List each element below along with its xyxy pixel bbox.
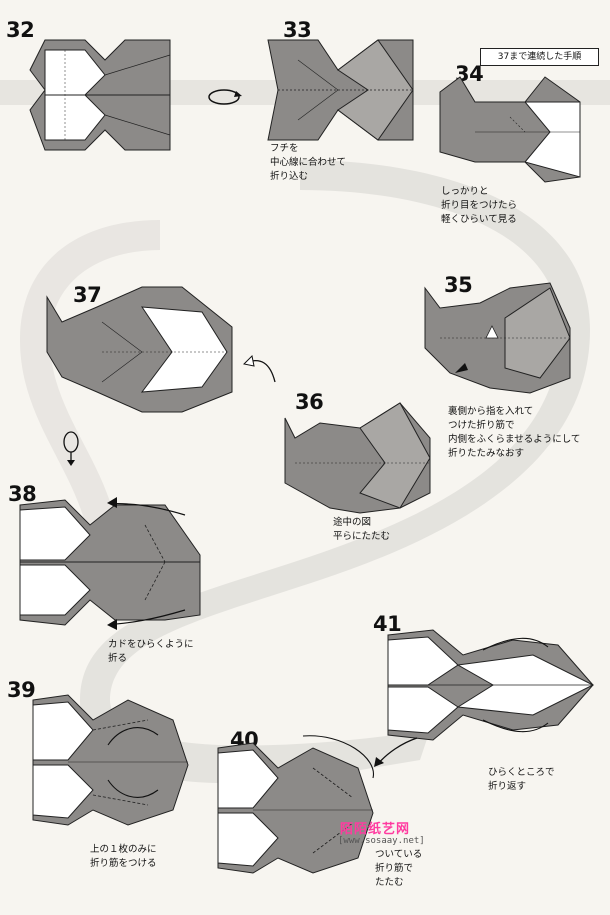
- step-40-caption-line: ついている: [375, 849, 423, 860]
- step-34-figure: [439, 76, 581, 183]
- step-33-figure: [267, 39, 414, 141]
- step-32-number: 32: [6, 18, 35, 42]
- rotate-arrow-icon: [63, 431, 79, 466]
- step-33-caption-line: 折り込む: [270, 171, 309, 182]
- step-38-caption-line: カドをひらくように: [108, 639, 194, 650]
- step-39-caption-line: 折り筋をつける: [90, 858, 157, 869]
- step-41-number: 41: [373, 612, 402, 636]
- step-33-number: 33: [283, 18, 312, 42]
- step-36-figure: [284, 402, 431, 514]
- step-32-figure: [29, 39, 171, 151]
- continuous-steps-note: 37まで連続した手順: [480, 48, 599, 66]
- step-40-caption: ついている 折り筋で たたむ: [375, 848, 422, 890]
- step-36-caption-line: 途中の図: [333, 517, 372, 528]
- step-40-figure: [217, 735, 374, 874]
- step-35-caption-line: 裏側から指を入れて: [448, 406, 534, 417]
- step-40-caption-line: 折り筋で: [375, 863, 414, 874]
- step-38-caption: カドをひらくように 折る: [108, 638, 194, 666]
- step-35-number: 35: [444, 273, 473, 297]
- step-36-number: 36: [295, 390, 324, 414]
- watermark-site-name: 陌陌纸艺网: [340, 822, 411, 837]
- step-35-caption-line: つけた折り筋で: [448, 420, 515, 431]
- step-41-figure: [387, 629, 595, 741]
- step-36-caption-line: 平らにたたむ: [333, 531, 391, 542]
- step-35-caption-line: 内側をふくらませるようにして: [448, 434, 581, 445]
- step-39-figure: [32, 694, 189, 826]
- step-35-figure: [424, 282, 571, 394]
- step-34-caption-line: しっかりと: [441, 186, 489, 197]
- step-39-number: 39: [7, 678, 36, 702]
- curved-arrow-icon: [374, 737, 418, 767]
- step-33-caption-line: フチを: [270, 143, 299, 154]
- step-38-number: 38: [8, 482, 37, 506]
- step-38-figure: [19, 497, 201, 630]
- curved-arrow-icon: [242, 354, 276, 383]
- step-37-number: 37: [73, 283, 102, 307]
- step-35-caption-line: 折りたたみなおす: [448, 448, 525, 459]
- step-39-caption: 上の１枚のみに 折り筋をつける: [90, 843, 157, 871]
- step-40-caption-line: たたむ: [375, 877, 404, 888]
- step-41-caption-line: 折り返す: [488, 781, 527, 792]
- step-38-caption-line: 折る: [108, 653, 128, 664]
- step-41-caption-line: ひらくところで: [488, 767, 555, 778]
- step-37-figure: [46, 286, 233, 413]
- step-41-caption: ひらくところで 折り返す: [488, 766, 555, 794]
- step-34-caption: しっかりと 折り目をつけたら 軽くひらいて見る: [441, 185, 517, 227]
- step-35-caption: 裏側から指を入れて つけた折り筋で 内側をふくらませるようにして 折りたたみなお…: [448, 405, 580, 461]
- step-34-caption-line: 軽くひらいて見る: [441, 214, 517, 225]
- step-34-caption-line: 折り目をつけたら: [441, 200, 518, 211]
- step-36-caption: 途中の図 平らにたたむ: [333, 516, 390, 544]
- step-33-caption-line: 中心線に合わせて: [270, 157, 347, 168]
- turn-over-arrow-icon: [208, 89, 242, 105]
- step-33-caption: フチを 中心線に合わせて 折り込む: [270, 142, 346, 184]
- watermark-url[interactable]: [www.sosaay.net]: [338, 836, 425, 846]
- step-39-caption-line: 上の１枚のみに: [90, 844, 157, 855]
